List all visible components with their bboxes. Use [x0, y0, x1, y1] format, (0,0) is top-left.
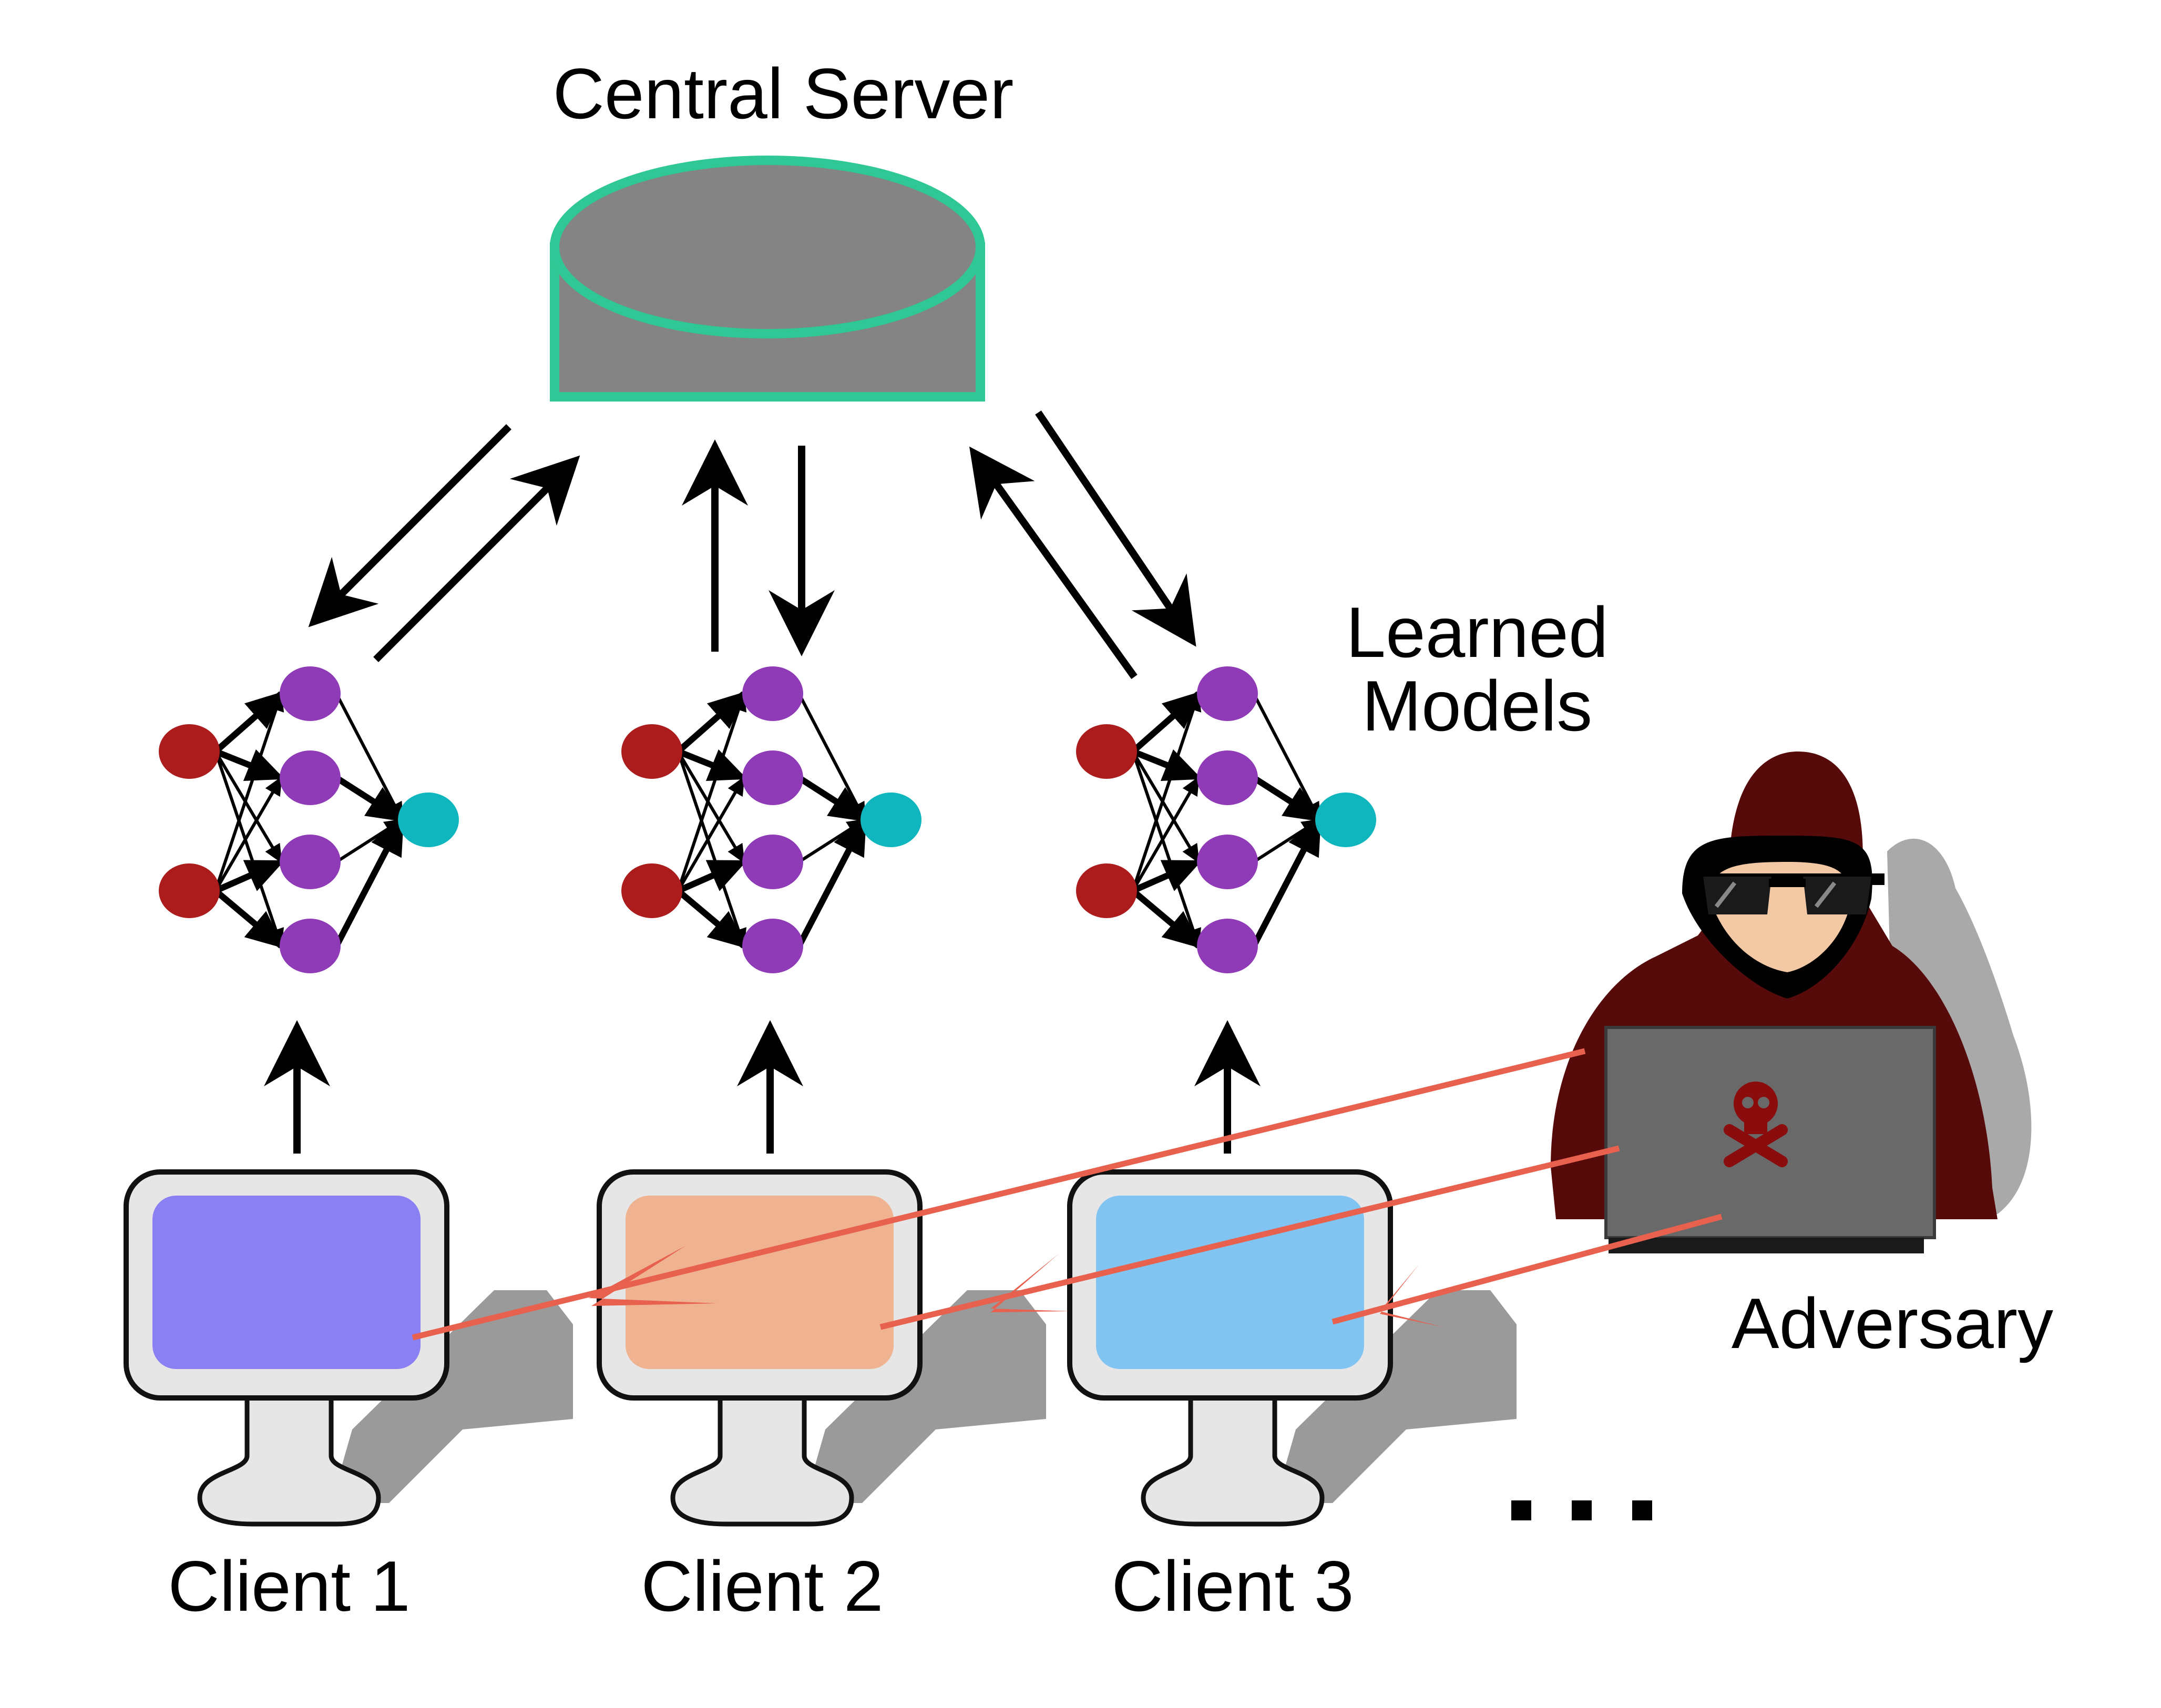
model-edge [334, 775, 406, 823]
hidden-node [280, 835, 341, 889]
model-edge [214, 859, 285, 894]
model-edge [214, 748, 285, 781]
input-node [159, 863, 220, 918]
server-model-arrows [308, 410, 1196, 680]
upload-arrow-model-3 [969, 446, 1138, 680]
learned-models [159, 666, 1376, 973]
model-edge [796, 816, 868, 948]
model-network-1 [159, 666, 459, 973]
model-edge [677, 859, 747, 894]
client-shadow [331, 1290, 573, 1503]
hidden-node [280, 919, 341, 973]
models-label-line1: Learned [1346, 592, 1608, 672]
model-network-2 [621, 666, 921, 973]
model-edge [1131, 692, 1202, 891]
model-edge [1131, 776, 1200, 892]
client-1: Client 1 [124, 1169, 573, 1626]
client-screen [152, 1196, 421, 1369]
input-node [621, 863, 682, 918]
model-edge [1131, 859, 1202, 894]
client-stand [1141, 1395, 1325, 1527]
client-label: Client 3 [1111, 1546, 1354, 1626]
model-edge [797, 775, 868, 823]
output-node [861, 793, 921, 847]
hidden-node [1197, 835, 1258, 889]
model-edge [677, 748, 747, 781]
more-clients-ellipsis [1511, 1500, 1652, 1520]
input-node [1076, 863, 1137, 918]
model-network-3 [1076, 666, 1376, 973]
hidden-node [742, 919, 803, 973]
client-screen [1096, 1196, 1364, 1369]
model-edge [1131, 888, 1202, 949]
hidden-node [280, 750, 341, 805]
model-edge [1131, 750, 1200, 864]
download-arrow-model-1 [308, 424, 511, 627]
client-2: Client 2 [597, 1169, 1046, 1626]
skull-crossbones-icon [1724, 1082, 1788, 1167]
client-shadow [1275, 1290, 1517, 1503]
model-edge [214, 692, 284, 891]
output-node [1315, 793, 1376, 847]
model-edge [676, 888, 747, 949]
hidden-node [742, 835, 803, 889]
upload-arrow-model-1 [373, 455, 580, 662]
hidden-node [280, 666, 341, 721]
model-edge [677, 776, 745, 892]
hidden-node [1197, 919, 1258, 973]
input-node [159, 724, 220, 779]
input-node [1076, 724, 1137, 779]
download-arrow-model-3 [1035, 410, 1196, 647]
model-edge [1131, 748, 1202, 781]
hidden-node [1197, 666, 1258, 721]
laptop-base [1609, 1238, 1924, 1253]
adversary-label: Adversary [1732, 1283, 2053, 1363]
model-edge [213, 888, 284, 949]
client-model-arrows [264, 1020, 1261, 1154]
output-node [398, 793, 459, 847]
client-stand [197, 1395, 381, 1527]
hidden-node [742, 666, 803, 721]
central-server [550, 156, 985, 402]
attack-line-to-client-3 [1332, 1213, 1723, 1325]
input-node [621, 724, 682, 779]
more-clients-label: ... [1582, 1515, 1586, 1520]
model-edge [1251, 816, 1323, 948]
client-screen [626, 1196, 894, 1369]
client-stand [670, 1395, 854, 1527]
model-edge [1252, 775, 1323, 823]
model-edge [333, 816, 405, 948]
attack-lines [412, 1048, 1723, 1341]
hidden-node [742, 750, 803, 805]
attack-line-to-client-2 [879, 1145, 1620, 1330]
models-label-line2: Models [1362, 666, 1592, 746]
adversary-figure [1551, 752, 2032, 1253]
model-edge [677, 750, 745, 864]
server-label: Central Server [553, 54, 1014, 133]
client-label: Client 1 [168, 1546, 410, 1626]
client-shadow [804, 1290, 1046, 1503]
attack-arrowhead-1 [589, 1246, 718, 1306]
hidden-node [1197, 750, 1258, 805]
clients: Client 1 Client 2 Client 3 [124, 1169, 1517, 1626]
sunglasses-icon [1690, 873, 1885, 914]
client-label: Client 2 [641, 1546, 883, 1626]
client-3: Client 3 [1067, 1169, 1517, 1626]
model-edge [214, 776, 283, 892]
model-edge [677, 692, 747, 891]
model-edge [214, 750, 283, 864]
